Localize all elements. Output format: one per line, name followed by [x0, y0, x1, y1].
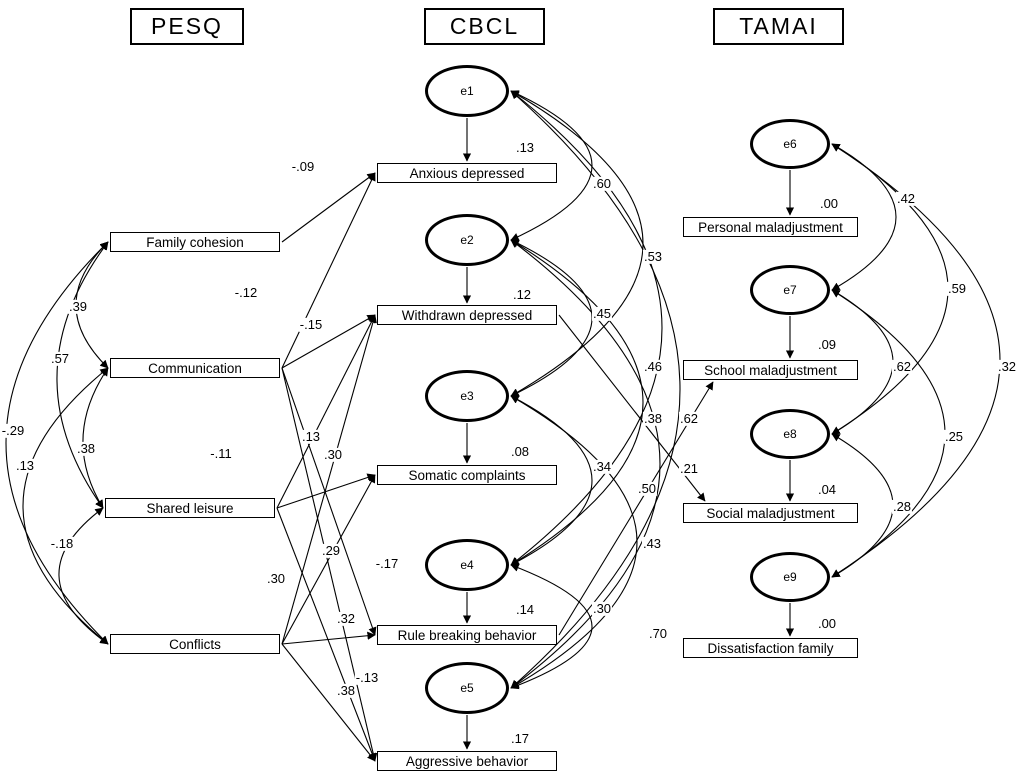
- correlation-shared_leisure-conflicts: [58, 507, 109, 645]
- path-conflicts-withdrawn: [281, 314, 377, 645]
- correlation-family_cohesion-conflicts: [5, 241, 109, 645]
- correlation-e1-e4: [510, 90, 663, 566]
- path-communication-aggressive: [281, 367, 378, 762]
- correlation-e7-e9: [831, 289, 946, 578]
- path-shared_leisure-aggressive: [276, 507, 377, 762]
- correlation-e1-e5: [510, 90, 681, 689]
- correlation-family_cohesion-communication: [75, 241, 109, 369]
- path-communication-withdrawn: [281, 314, 376, 369]
- correlation-e1-e3: [510, 90, 644, 397]
- path-shared_leisure-withdrawn: [276, 314, 376, 509]
- correlation-e4-e5: [510, 563, 593, 690]
- correlation-e1-e2: [510, 90, 593, 241]
- correlation-communication-shared_leisure: [82, 367, 109, 509]
- correlation-e3-e5: [510, 395, 638, 689]
- correlation-e2-e5: [510, 239, 661, 689]
- path-rule-school: [558, 381, 714, 636]
- path-conflicts-aggressive: [281, 643, 376, 762]
- correlation-e7-e8: [831, 289, 894, 435]
- path-communication-rule: [281, 367, 377, 636]
- correlation-family_cohesion-shared_leisure: [56, 241, 109, 509]
- correlation-e8-e9: [831, 433, 894, 578]
- path-communication-anxious: [281, 172, 376, 369]
- correlation-e3-e4: [510, 395, 593, 566]
- path-conflicts-somatic: [281, 474, 376, 645]
- path-shared_leisure-somatic: [276, 473, 376, 509]
- path-family_cohesion-anxious: [281, 172, 376, 243]
- correlation-communication-conflicts: [22, 367, 109, 645]
- correlation-e2-e3: [510, 239, 593, 397]
- path-conflicts-rule: [281, 631, 376, 645]
- path-withdrawn-social: [558, 314, 706, 502]
- correlation-e6-e8: [831, 143, 949, 435]
